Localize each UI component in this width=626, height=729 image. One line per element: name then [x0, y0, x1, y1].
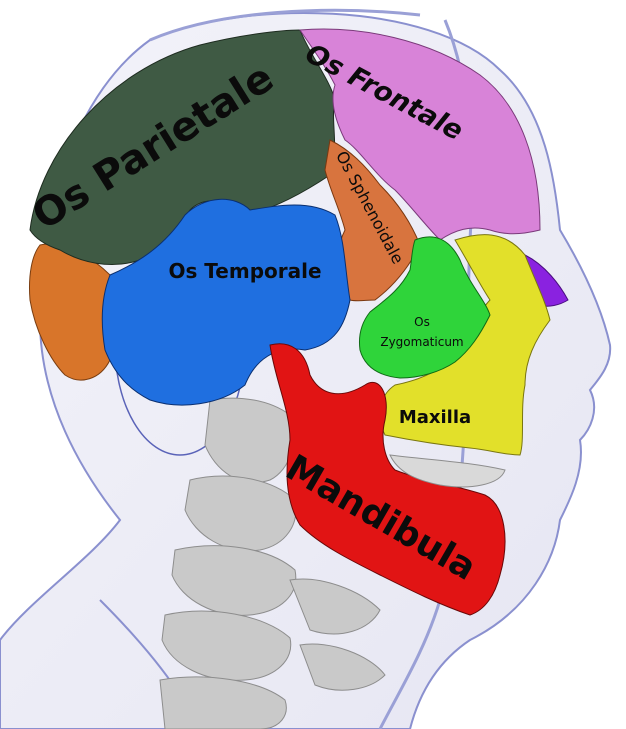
teeth: [389, 454, 506, 488]
label-zygomaticum-line1: Os: [414, 315, 430, 329]
cervical-spine: [159, 397, 386, 729]
bone-temporale: [101, 198, 351, 406]
label-zygomaticum-line2: Zygomaticum: [380, 335, 463, 349]
bone-sphenoidale: [324, 139, 421, 302]
label-temporale: Os Temporale: [168, 259, 321, 283]
label-maxilla: Maxilla: [399, 407, 471, 428]
bone-frontale: [299, 28, 541, 241]
bone-zygomaticum: [359, 236, 491, 379]
bone-mandibula: [269, 343, 506, 616]
bone-occipital: [29, 243, 117, 381]
vessel-line-2: [149, 8, 421, 42]
